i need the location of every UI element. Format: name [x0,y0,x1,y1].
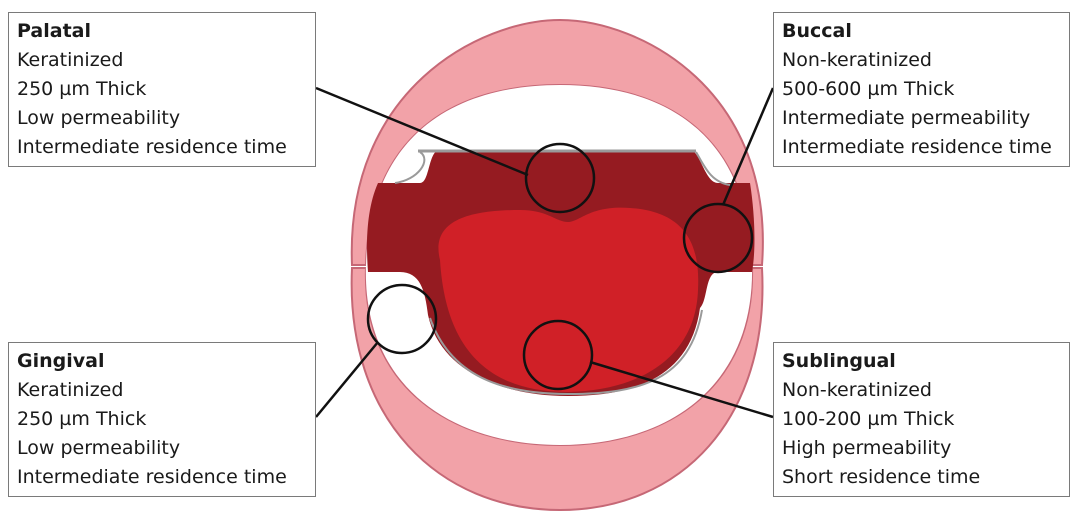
buccal-permeability: Intermediate permeability [782,104,1061,133]
buccal-keratinization: Non-keratinized [782,46,1061,75]
gingival-permeability: Low permeability [17,434,307,463]
buccal-residence-time: Intermediate residence time [782,133,1061,162]
gingival-residence-time: Intermediate residence time [17,463,307,492]
buccal-thickness: 500-600 µm Thick [782,75,1061,104]
gingival-keratinization: Keratinized [17,376,307,405]
palatal-title: Palatal [17,17,307,46]
sublingual-permeability: High permeability [782,434,1061,463]
palatal-permeability: Low permeability [17,104,307,133]
buccal-label-box: Buccal Non-keratinized 500-600 µm Thick … [773,12,1070,167]
buccal-title: Buccal [782,17,1061,46]
palatal-residence-time: Intermediate residence time [17,133,307,162]
gingival-thickness: 250 µm Thick [17,405,307,434]
sublingual-label-box: Sublingual Non-keratinized 100-200 µm Th… [773,342,1070,497]
gingival-title: Gingival [17,347,307,376]
sublingual-thickness: 100-200 µm Thick [782,405,1061,434]
sublingual-title: Sublingual [782,347,1061,376]
gingival-label-box: Gingival Keratinized 250 µm Thick Low pe… [8,342,316,497]
sublingual-residence-time: Short residence time [782,463,1061,492]
palatal-thickness: 250 µm Thick [17,75,307,104]
palatal-label-box: Palatal Keratinized 250 µm Thick Low per… [8,12,316,167]
sublingual-keratinization: Non-keratinized [782,376,1061,405]
palatal-keratinization: Keratinized [17,46,307,75]
